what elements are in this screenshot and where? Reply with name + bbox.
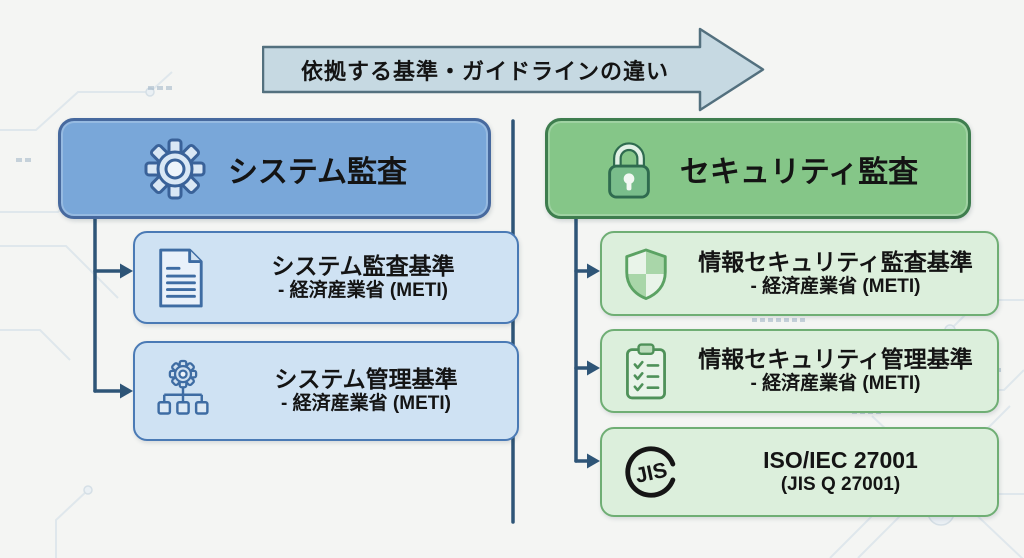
box-subtitle: - 経済産業省 (METI) (278, 279, 448, 301)
lock-icon (598, 136, 660, 202)
shield-icon (620, 246, 672, 302)
box-title: ISO/IEC 27001 (763, 447, 918, 474)
box-subtitle: - 経済産業省 (METI) (750, 373, 921, 395)
gear-network-icon (153, 359, 213, 423)
system-audit-standard-box: システム監査基準 - 経済産業省 (METI) (133, 231, 519, 324)
box-text: 情報セキュリティ監査基準 - 経済産業省 (METI) (686, 249, 985, 299)
infosec-management-standard-box: 情報セキュリティ管理基準 - 経済産業省 (METI) (600, 329, 999, 413)
jis-icon: JIS (620, 441, 682, 503)
box-text: システム監査基準 - 経済産業省 (METI) (221, 253, 505, 303)
clipboard-icon (620, 342, 672, 400)
box-text: ISO/IEC 27001 (JIS Q 27001) (696, 447, 985, 497)
infosec-audit-standard-box: 情報セキュリティ監査基準 - 経済産業省 (METI) (600, 231, 999, 316)
arrowhead (120, 263, 133, 279)
box-title: 情報セキュリティ管理基準 (698, 346, 973, 373)
box-text: システム管理基準 - 経済産業省 (METI) (227, 366, 505, 416)
banner-title: 依拠する基準・ガイドラインの違い (300, 58, 669, 84)
box-title: システム管理基準 (274, 366, 458, 393)
arrowhead (587, 453, 600, 469)
arrowhead (587, 360, 600, 376)
arrow-banner-shape (262, 27, 765, 112)
box-subtitle: - 経済産業省 (METI) (281, 393, 451, 415)
system-management-standard-box: システム管理基準 - 経済産業省 (METI) (133, 341, 519, 441)
title-banner: 依拠する基準・ガイドラインの違い (262, 26, 766, 112)
document-icon (153, 247, 207, 309)
jis-icon-label: JIS (633, 458, 669, 488)
gear-icon (142, 136, 208, 202)
iso-iec-27001-box: JIS ISO/IEC 27001 (JIS Q 27001) (600, 427, 999, 517)
box-text: 情報セキュリティ管理基準 - 経済産業省 (METI) (686, 346, 985, 396)
security-audit-header: セキュリティ監査 (545, 118, 971, 219)
arrowhead (587, 263, 600, 279)
box-subtitle: - 経済産業省 (METI) (750, 275, 921, 297)
box-title: システム監査基準 (271, 252, 455, 279)
arrowhead (120, 383, 133, 399)
box-subtitle: (JIS Q 27001) (780, 474, 901, 496)
system-audit-header: システム監査 (58, 118, 491, 219)
box-title: 情報セキュリティ監査基準 (698, 248, 973, 275)
system-audit-title: システム監査 (227, 155, 408, 189)
security-audit-title: セキュリティ監査 (679, 155, 919, 189)
